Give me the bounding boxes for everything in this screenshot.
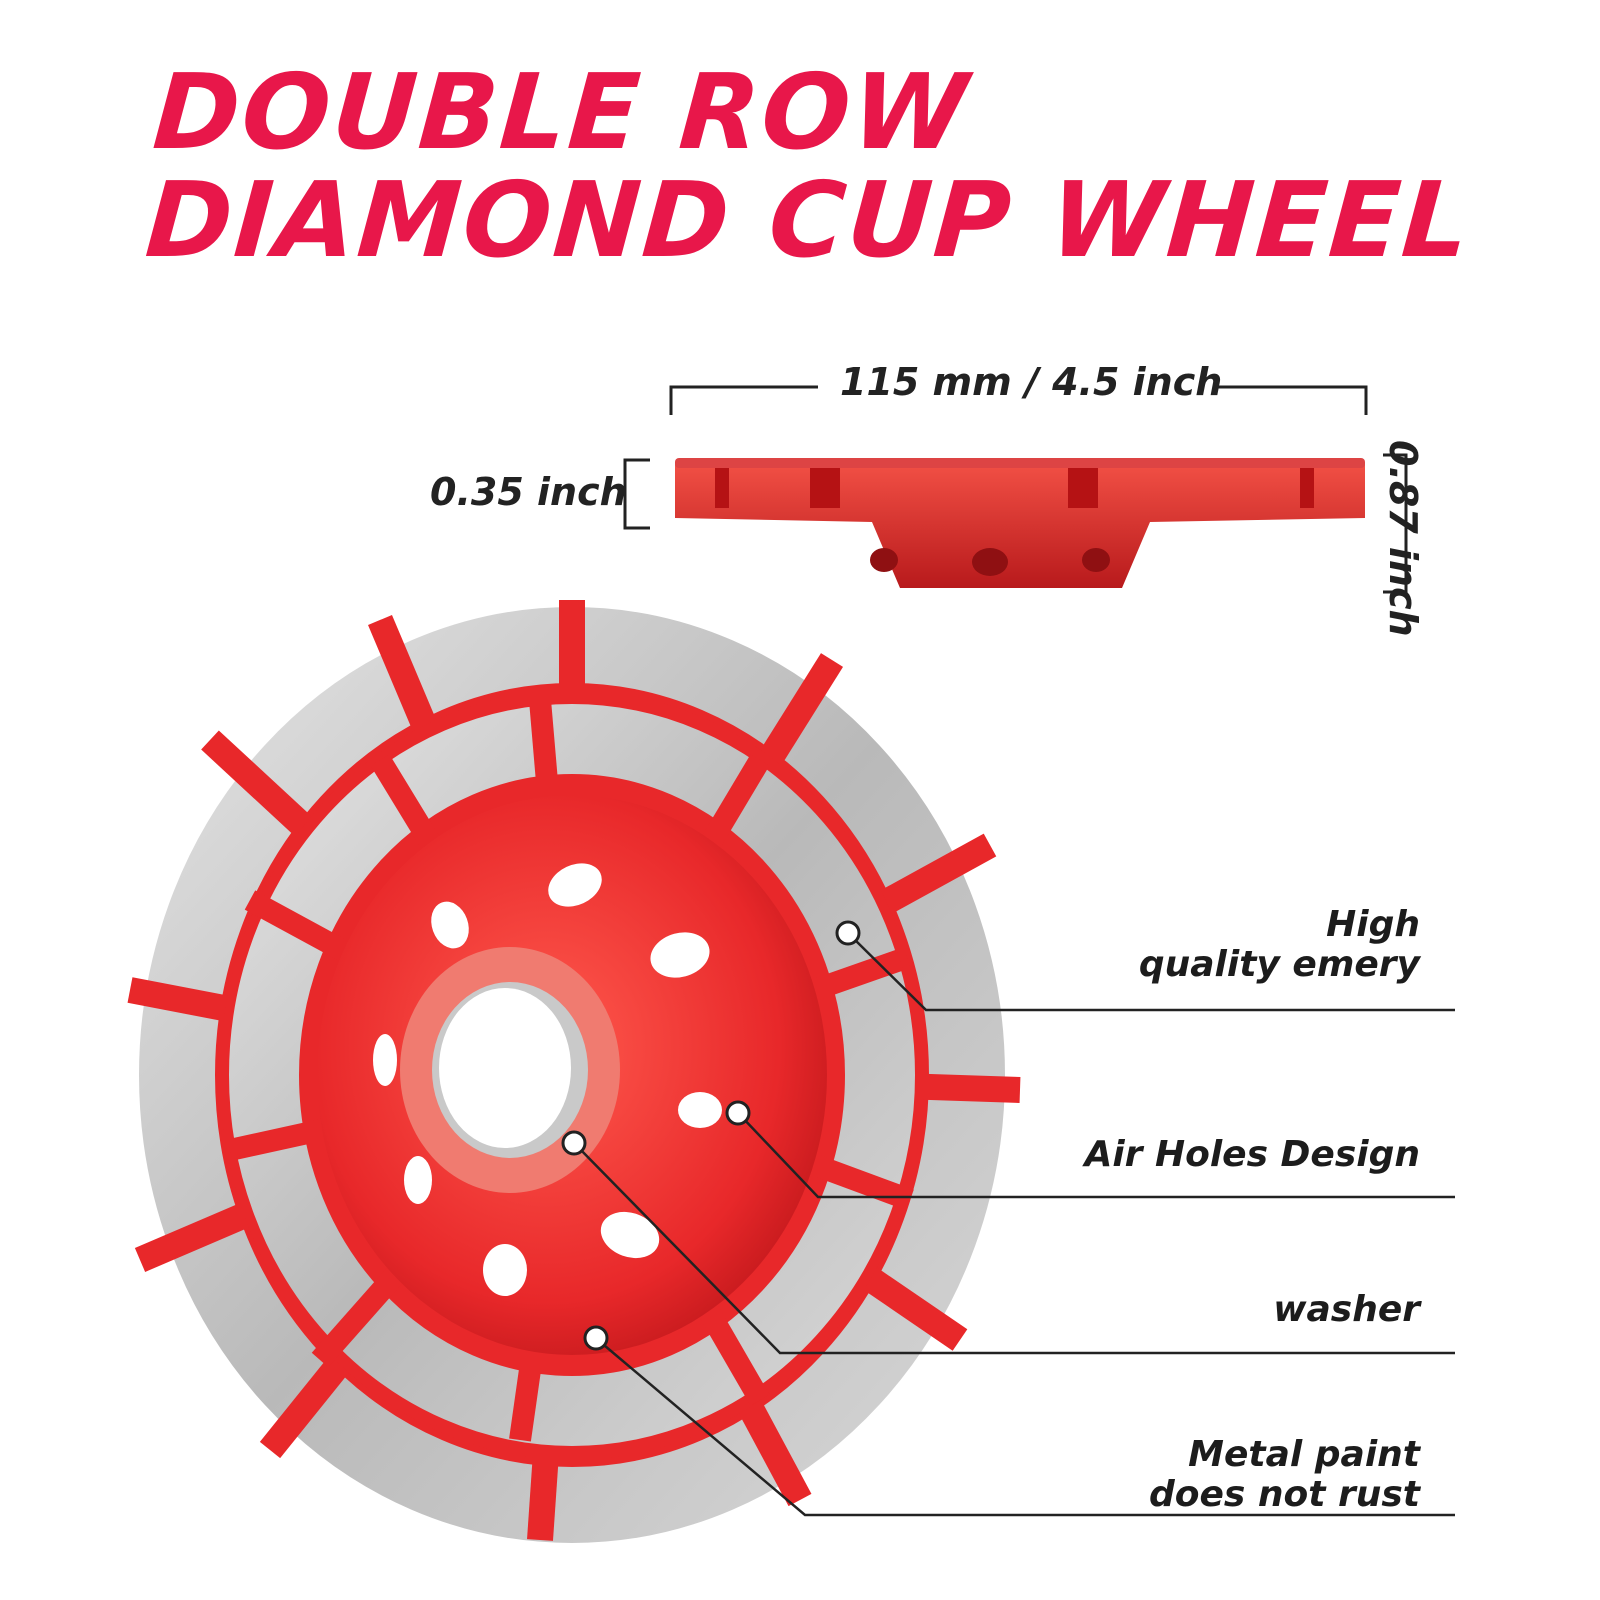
leader-emery (849, 934, 1455, 1012)
marker-air-holes (725, 1100, 751, 1126)
width-dimension-line (669, 385, 1368, 415)
air-holes (373, 863, 722, 1296)
wheel-side-view (675, 458, 1365, 588)
center-bore (439, 988, 571, 1148)
callout-emery-line-1: High (1326, 904, 1420, 945)
callout-leaders (575, 934, 1455, 1517)
thickness-dimension-label: 0.35 inch (430, 470, 627, 514)
callout-paint-line-1: Metal paint (1188, 1434, 1420, 1475)
thickness-bracket (623, 458, 650, 530)
height-dimension-label: 0.87 inch (1381, 440, 1425, 637)
callout-emery-line-2: quality emery (1138, 944, 1420, 985)
wheel-face-view (127, 600, 1021, 1543)
width-dimension-label: 115 mm / 4.5 inch (840, 360, 1223, 404)
callout-paint-line-2: does not rust (1148, 1474, 1420, 1515)
callout-air-holes-label: Air Holes Design (1084, 1134, 1420, 1175)
callout-emery: High quality emery (1139, 905, 1420, 985)
callout-washer: washer (1273, 1290, 1420, 1330)
height-bracket (1383, 453, 1408, 594)
leader-washer (575, 1144, 1455, 1355)
callout-air-holes: Air Holes Design (1084, 1135, 1420, 1175)
marker-paint (583, 1325, 609, 1351)
leader-air-holes (739, 1114, 1455, 1199)
callout-paint: Metal paint does not rust (1149, 1435, 1420, 1515)
leader-paint (597, 1339, 1455, 1517)
callout-washer-label: washer (1273, 1289, 1420, 1330)
callout-markers (561, 920, 861, 1351)
marker-emery (835, 920, 861, 946)
marker-washer (561, 1130, 587, 1156)
